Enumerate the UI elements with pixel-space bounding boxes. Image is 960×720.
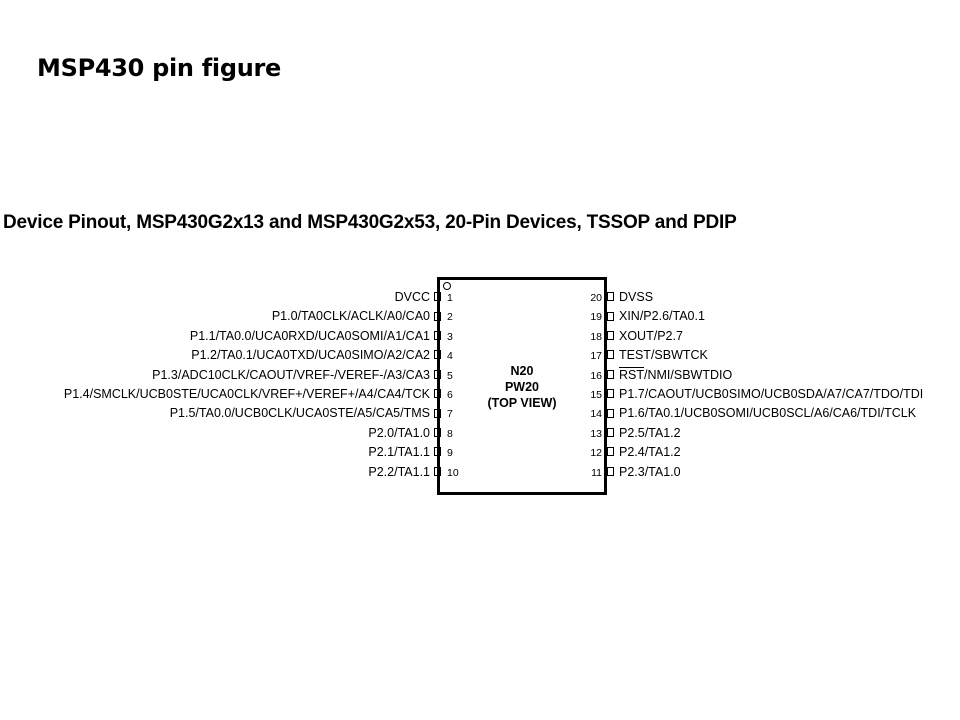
pin-pad-icon <box>607 447 614 457</box>
pin-name: /NMI/SBWTDIO <box>644 367 733 382</box>
pin-number: 11 <box>591 466 602 479</box>
left-pin-8: P2.0/TA1.0 8 <box>368 424 463 443</box>
pin-number: 20 <box>590 292 602 304</box>
left-pin-5: P1.3/ADC10CLK/CAOUT/VREF-/VEREF-/A3/CA3 5 <box>152 366 463 385</box>
right-pin-15: 15 P1.7/CAOUT/UCB0SIMO/UCB0SDA/A7/CA7/TDO… <box>586 385 923 404</box>
right-pin-18: 18 XOUT/P2.7 <box>586 327 683 346</box>
pin-pad-icon <box>434 292 441 302</box>
pin-number: 2 <box>447 311 453 324</box>
pin-name: P1.2/TA0.1/UCA0TXD/UCA0SIMO/A2/CA2 <box>191 348 430 363</box>
pin-pad-icon <box>607 408 614 418</box>
pin-pad-icon <box>607 311 614 321</box>
pin-number: 16 <box>590 369 602 382</box>
pin-pad-icon <box>434 466 441 476</box>
left-pin-7: P1.5/TA0.0/UCB0CLK/UCA0STE/A5/CA5/TMS 7 <box>170 404 463 423</box>
left-pin-9: P2.1/TA1.1 9 <box>368 443 463 462</box>
left-pin-6: P1.4/SMCLK/UCB0STE/UCA0CLK/VREF+/VEREF+/… <box>64 385 463 404</box>
pin-name: P1.1/TA0.0/UCA0RXD/UCA0SOMI/A1/CA1 <box>189 328 430 343</box>
pin-name: DVCC <box>394 290 430 304</box>
right-pin-17: 17 TEST/SBWTCK <box>586 346 708 365</box>
left-pin-1: DVCC 1 <box>395 288 463 307</box>
pin-name: TEST/SBWTCK <box>619 348 708 363</box>
pin-name: P2.3/TA1.0 <box>619 464 681 479</box>
pin-name: P2.1/TA1.1 <box>368 445 430 460</box>
pin-number: 4 <box>447 350 453 363</box>
pin-pad-icon <box>607 331 614 340</box>
chip-label-line3: (TOP VIEW) <box>487 396 557 410</box>
pin-number: 9 <box>447 447 453 460</box>
pin-pad-icon <box>607 466 614 476</box>
chip-package: N20 PW20 (TOP VIEW) <box>437 277 607 495</box>
pin-pad-icon <box>607 428 614 437</box>
pin-name: P2.4/TA1.2 <box>619 445 681 460</box>
pin-pad-icon <box>607 389 614 399</box>
pin-number: 3 <box>447 330 453 343</box>
pin-pad-icon <box>607 350 614 360</box>
pin-number: 10 <box>447 466 459 479</box>
pin-number: 18 <box>590 330 602 343</box>
pin-name: P1.6/TA0.1/UCB0SOMI/UCB0SCL/A6/CA6/TDI/T… <box>619 406 917 421</box>
pin-name: XIN/P2.6/TA0.1 <box>619 309 705 324</box>
pin-name: P1.3/ADC10CLK/CAOUT/VREF-/VEREF-/A3/CA3 <box>152 367 430 382</box>
pin-pad-icon <box>434 311 441 321</box>
pin-number: 1 <box>447 292 453 304</box>
pin-pad-icon <box>434 331 441 340</box>
pin-number: 14 <box>590 408 602 421</box>
pin-number: 19 <box>590 311 602 324</box>
pin-pad-icon <box>607 292 614 302</box>
figure-heading: Device Pinout, MSP430G2x13 and MSP430G2x… <box>3 212 737 233</box>
pin-pad-icon <box>434 447 441 457</box>
left-pin-4: P1.2/TA0.1/UCA0TXD/UCA0SIMO/A2/CA2 4 <box>191 346 463 365</box>
left-pin-10: P2.2/TA1.1 10 <box>368 463 463 482</box>
pin-number: 7 <box>447 408 453 421</box>
pin-number: 8 <box>447 427 453 440</box>
pin-name: P2.5/TA1.2 <box>619 425 681 440</box>
pin-number: 12 <box>590 447 602 460</box>
pin-pad-icon <box>434 369 441 379</box>
pin1-marker-icon <box>443 282 451 290</box>
pin-number: 17 <box>590 350 602 363</box>
pin-name: XOUT/P2.7 <box>619 328 683 343</box>
left-pin-2: P1.0/TA0CLK/ACLK/A0/CA0 2 <box>272 307 463 326</box>
pin-name: P1.4/SMCLK/UCB0STE/UCA0CLK/VREF+/VEREF+/… <box>63 387 430 401</box>
pin-name: DVSS <box>619 290 654 304</box>
pin-number: 15 <box>590 389 602 401</box>
pin-pad-icon <box>434 350 441 360</box>
right-pin-14: 14 P1.6/TA0.1/UCB0SOMI/UCB0SCL/A6/CA6/TDI… <box>586 404 916 423</box>
right-pin-16: 16 RST/NMI/SBWTDIO <box>586 366 732 385</box>
pin-number: 6 <box>447 389 453 401</box>
right-pin-11: 11 P2.3/TA1.0 <box>586 463 681 482</box>
right-pin-12: 12 P2.4/TA1.2 <box>586 443 681 462</box>
chip-label-line2: PW20 <box>504 380 540 394</box>
pin-pad-icon <box>607 369 614 379</box>
pin-pad-icon <box>434 389 441 399</box>
pin-name-overbar: RST <box>619 367 644 382</box>
right-pin-13: 13 P2.5/TA1.2 <box>586 424 681 443</box>
left-pin-3: P1.1/TA0.0/UCA0RXD/UCA0SOMI/A1/CA1 3 <box>190 327 463 346</box>
pin-pad-icon <box>434 408 441 418</box>
chip-label-line1: N20 <box>510 364 534 378</box>
pin-name: P2.0/TA1.0 <box>368 425 430 440</box>
pin-name: P2.2/TA1.1 <box>368 464 430 479</box>
pin-number: 13 <box>590 427 602 440</box>
pin-name: P1.0/TA0CLK/ACLK/A0/CA0 <box>271 309 430 324</box>
pin-name: P1.5/TA0.0/UCB0CLK/UCA0STE/A5/CA5/TMS <box>169 406 430 421</box>
right-pin-19: 19 XIN/P2.6/TA0.1 <box>586 307 705 326</box>
pin-pad-icon <box>434 428 441 437</box>
slide-title: MSP430 pin figure <box>37 54 282 82</box>
right-pin-20: 20 DVSS <box>586 288 653 307</box>
pin-number: 5 <box>447 369 453 382</box>
pin-name: P1.7/CAOUT/UCB0SIMO/UCB0SDA/A7/CA7/TDO/T… <box>619 387 924 401</box>
